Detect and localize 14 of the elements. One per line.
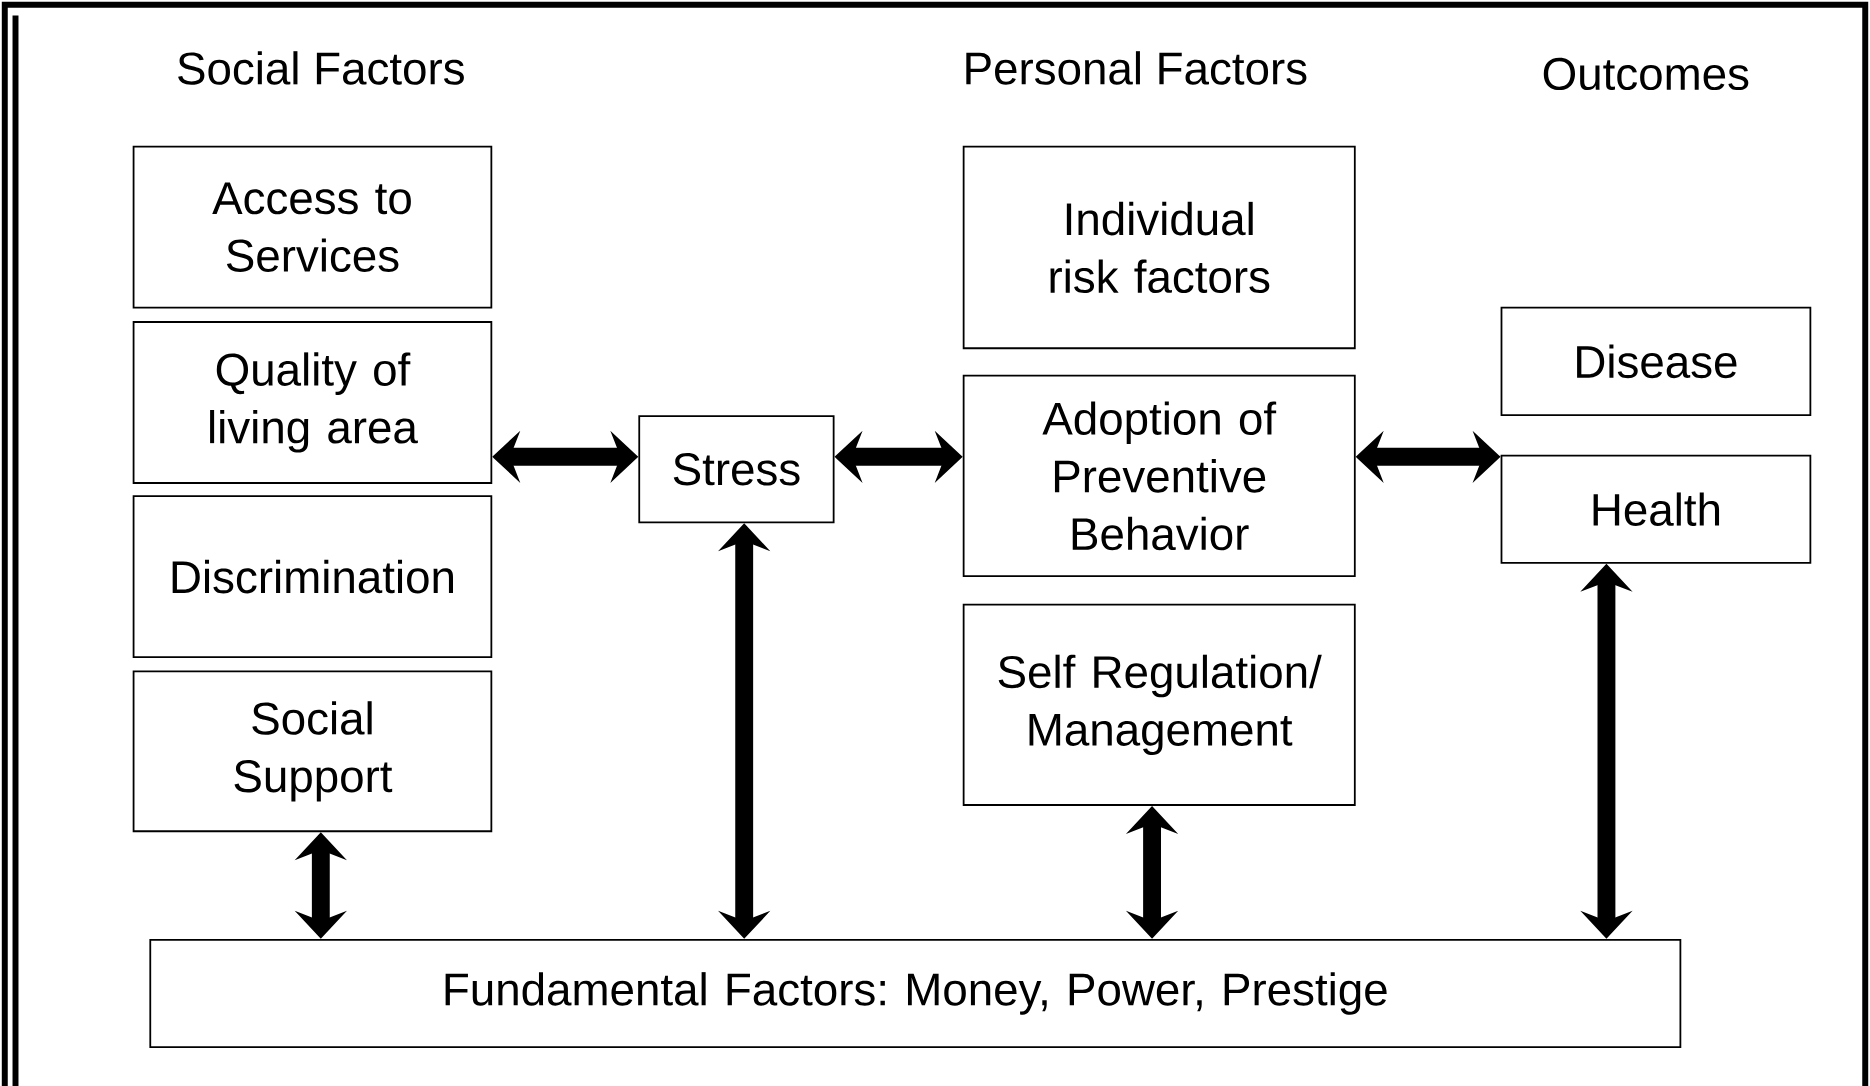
text-box: Access to Services: [132, 145, 493, 309]
text-box: Fundamental Factors: Money, Power, Prestige: [149, 938, 1682, 1048]
column-heading: Personal Factors: [966, 50, 1307, 85]
text-box: Adoption of Preventive Behavior: [962, 374, 1356, 577]
text-box: Health: [1500, 454, 1812, 564]
text-box: Individual risk factors: [962, 145, 1356, 349]
column-heading: Outcomes: [1543, 57, 1749, 90]
text-box: Social Support: [132, 670, 493, 832]
text-box: Quality of living area: [132, 320, 493, 484]
text-box: Discrimination: [132, 495, 493, 658]
text-box: Disease: [1500, 306, 1812, 416]
column-heading: Social Factors: [178, 50, 464, 85]
text-box: Self Regulation/ Management: [962, 603, 1356, 806]
text-box: Stress: [638, 415, 835, 524]
